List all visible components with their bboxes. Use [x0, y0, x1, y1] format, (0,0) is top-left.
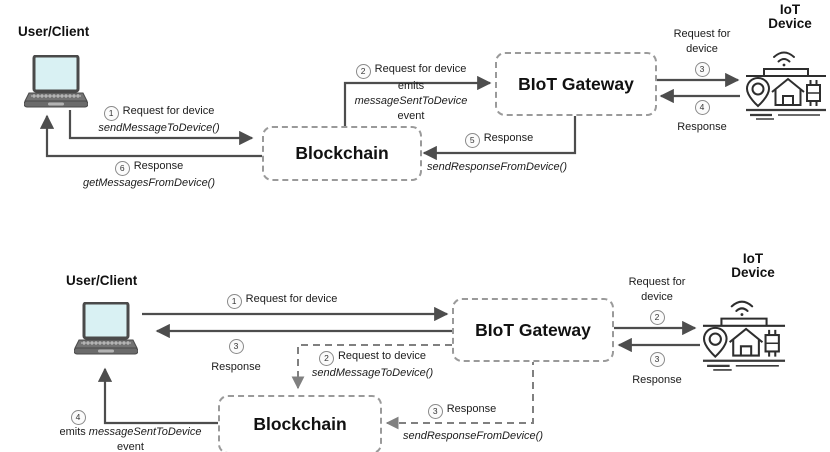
- house-icon: [771, 77, 805, 106]
- house-icon: [728, 327, 764, 357]
- blockchain-node-bottom: Blockchain: [218, 395, 382, 452]
- edge-gateway-to-blockchain-b: [291, 344, 452, 390]
- label-step3-user-bottom: 3 Response: [200, 337, 272, 375]
- step2-number: 2: [355, 63, 371, 79]
- edge-blockchain-to-user: [39, 114, 262, 158]
- step3d-number: 3: [649, 351, 665, 367]
- user-client-title-top: User/Client: [18, 24, 90, 39]
- biot-gateway-node-top: BIoT Gateway: [495, 52, 657, 116]
- chip-icon: [806, 80, 821, 106]
- step4-number: 4: [694, 99, 710, 115]
- laptop-icon-top: [24, 55, 88, 108]
- edge-gateway-to-blockchain: [422, 113, 577, 161]
- step2b-number: 2: [318, 350, 334, 366]
- device-base-box: [720, 317, 768, 326]
- biot-gateway-node-bottom: BIoT Gateway: [452, 298, 614, 362]
- iot-device-title-top: IoT Device: [768, 2, 812, 31]
- label-step3-top: Request for device 3: [666, 27, 738, 77]
- edge-gateway-response-to-blockchain-b: [385, 358, 534, 430]
- blockchain-node-top: Blockchain: [262, 126, 422, 181]
- label-step2-device-bottom: Request for device 2: [621, 275, 693, 325]
- wifi-icon: [773, 51, 795, 67]
- step4b-number: 4: [70, 409, 86, 425]
- laptop-icon-bottom: [74, 302, 138, 355]
- map-pin-icon: [702, 326, 728, 358]
- map-pin-icon: [745, 76, 771, 108]
- iot-device-icon-top: [745, 51, 826, 120]
- wifi-icon: [730, 300, 754, 316]
- step6-number: 6: [114, 160, 130, 176]
- edge-blockchain-to-gateway: [343, 75, 492, 126]
- step1-number: 1: [103, 105, 119, 121]
- step3-number: 3: [694, 61, 710, 77]
- step1b-number: 1: [226, 293, 242, 309]
- ground-lines: [702, 359, 786, 371]
- edge-blockchain-to-user-b: [97, 367, 218, 425]
- device-base-box: [763, 68, 809, 76]
- label-step4-top: 4 Response: [666, 98, 738, 135]
- step3b-number: 3: [228, 338, 244, 354]
- ground-lines: [746, 108, 826, 120]
- edge-user-to-blockchain: [68, 110, 254, 146]
- label-step3-chain-method-bottom: sendResponseFromDevice(): [403, 430, 543, 442]
- chip-icon: [764, 329, 780, 357]
- step2d-number: 2: [649, 309, 665, 325]
- label-step4-number-bottom: 4: [65, 408, 91, 425]
- iot-device-icon-bottom: [702, 300, 786, 371]
- step3c-number: 3: [427, 403, 443, 419]
- iot-device-title-bottom: IoT Device: [731, 251, 775, 280]
- label-step5-method-top: sendResponseFromDevice(): [427, 161, 567, 173]
- label-step3-device-bottom: 3 Response: [621, 350, 693, 388]
- user-client-title-bottom: User/Client: [66, 273, 138, 288]
- step5-number: 5: [464, 132, 480, 148]
